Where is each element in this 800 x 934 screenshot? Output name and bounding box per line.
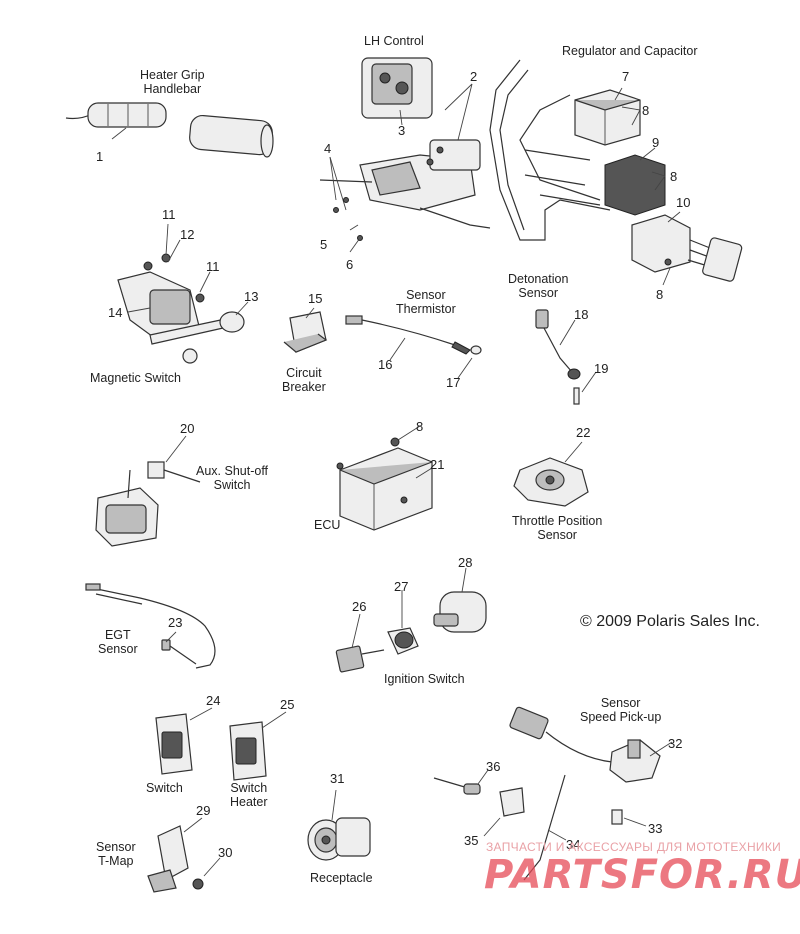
callout-8-regulator: 8 bbox=[642, 103, 650, 118]
callout-10: 10 bbox=[676, 195, 691, 210]
copyright-text: © 2009 Polaris Sales Inc. bbox=[580, 613, 760, 630]
throttle-position-sensor-part bbox=[513, 441, 589, 507]
sensor-thermistor-part bbox=[345, 315, 482, 379]
callout-30: 30 bbox=[218, 845, 233, 860]
ignition-switch-label: Ignition Switch bbox=[384, 672, 465, 686]
callout-5: 5 bbox=[320, 237, 328, 252]
watermark-logo: PARTSFOR.RU bbox=[484, 852, 800, 898]
callout-8-capacitor: 8 bbox=[670, 169, 678, 184]
callout-29: 29 bbox=[196, 803, 211, 818]
callout-25: 25 bbox=[280, 697, 295, 712]
regulator-label: Regulator and Capacitor bbox=[562, 44, 698, 58]
callout-31: 31 bbox=[330, 771, 345, 786]
callout-14: 14 bbox=[108, 305, 123, 320]
watermark-tagline: ЗАПЧАСТИ И АКСЕССУАРЫ ДЛЯ МОТОТЕХНИКИ bbox=[486, 840, 782, 854]
switch-heater-label: Switch Heater bbox=[230, 781, 268, 809]
callout-26: 26 bbox=[352, 599, 367, 614]
callout-21: 21 bbox=[430, 457, 445, 472]
receptacle-part bbox=[307, 789, 371, 861]
throttle-position-label: Throttle Position Sensor bbox=[512, 514, 603, 542]
switch-label: Switch bbox=[146, 781, 183, 795]
aux-shutoff-label: Aux. Shut-off Switch bbox=[196, 464, 269, 492]
callout-13: 13 bbox=[244, 289, 259, 304]
callout-36: 36 bbox=[486, 759, 501, 774]
callout-20: 20 bbox=[180, 421, 195, 436]
callout-12: 12 bbox=[180, 227, 195, 242]
circuit-breaker-part bbox=[283, 307, 328, 353]
aux-shutoff-switch-part bbox=[95, 435, 201, 547]
speed-pickup-sensor-part bbox=[509, 706, 673, 783]
magnetic-switch-label: Magnetic Switch bbox=[90, 371, 182, 385]
circuit-breaker-label: Circuit Breaker bbox=[282, 366, 326, 394]
switch-part bbox=[155, 707, 213, 775]
receptacle-label: Receptacle bbox=[310, 871, 373, 885]
lh-control-label: LH Control bbox=[364, 34, 424, 48]
callout-7: 7 bbox=[622, 69, 630, 84]
callout-1: 1 bbox=[96, 149, 104, 164]
callout-11-top: 11 bbox=[162, 207, 176, 222]
callout-16: 16 bbox=[378, 357, 393, 372]
switch-heater-part bbox=[229, 711, 287, 781]
callout-22: 22 bbox=[576, 425, 591, 440]
egt-sensor-label: EGT Sensor bbox=[98, 628, 138, 656]
callout-35: 35 bbox=[464, 833, 479, 848]
callout-2: 2 bbox=[470, 69, 478, 84]
ignition-switch-part bbox=[335, 567, 487, 673]
tmap-sensor-part bbox=[147, 817, 221, 893]
callout-23: 23 bbox=[168, 615, 183, 630]
callout-6: 6 bbox=[346, 257, 354, 272]
detonation-sensor-label: Detonation Sensor bbox=[508, 272, 569, 300]
callout-24: 24 bbox=[206, 693, 221, 708]
callout-28: 28 bbox=[458, 555, 473, 570]
callout-18: 18 bbox=[574, 307, 589, 322]
callout-8-ecu: 8 bbox=[416, 419, 424, 434]
speed-sensor-hardware bbox=[433, 769, 647, 881]
callout-19: 19 bbox=[594, 361, 609, 376]
ecu-label: ECU bbox=[314, 518, 341, 532]
regulator-capacitor-part bbox=[489, 59, 743, 286]
speed-pickup-label: Sensor Speed Pick-up bbox=[580, 696, 662, 724]
sensor-thermistor-label: Sensor Thermistor bbox=[396, 288, 456, 316]
egt-sensor-part bbox=[85, 583, 216, 669]
detonation-sensor-part bbox=[535, 309, 597, 405]
callout-8-harness: 8 bbox=[656, 287, 664, 302]
callout-32: 32 bbox=[668, 736, 683, 751]
callout-34: 34 bbox=[566, 837, 581, 852]
tmap-label: Sensor T-Map bbox=[96, 840, 136, 868]
callout-3: 3 bbox=[398, 123, 406, 138]
heater-grip-part bbox=[65, 102, 274, 158]
callout-33: 33 bbox=[648, 821, 663, 836]
callout-11-side: 11 bbox=[206, 259, 220, 274]
lh-control-part bbox=[319, 57, 491, 253]
callout-9: 9 bbox=[652, 135, 660, 150]
callout-17: 17 bbox=[446, 375, 461, 390]
ecu-part bbox=[336, 425, 433, 531]
magnetic-switch-part bbox=[117, 223, 249, 364]
heater-grip-label: Heater Grip Handlebar bbox=[140, 68, 205, 96]
callout-4: 4 bbox=[324, 141, 332, 156]
callout-27: 27 bbox=[394, 579, 409, 594]
callout-15: 15 bbox=[308, 291, 323, 306]
